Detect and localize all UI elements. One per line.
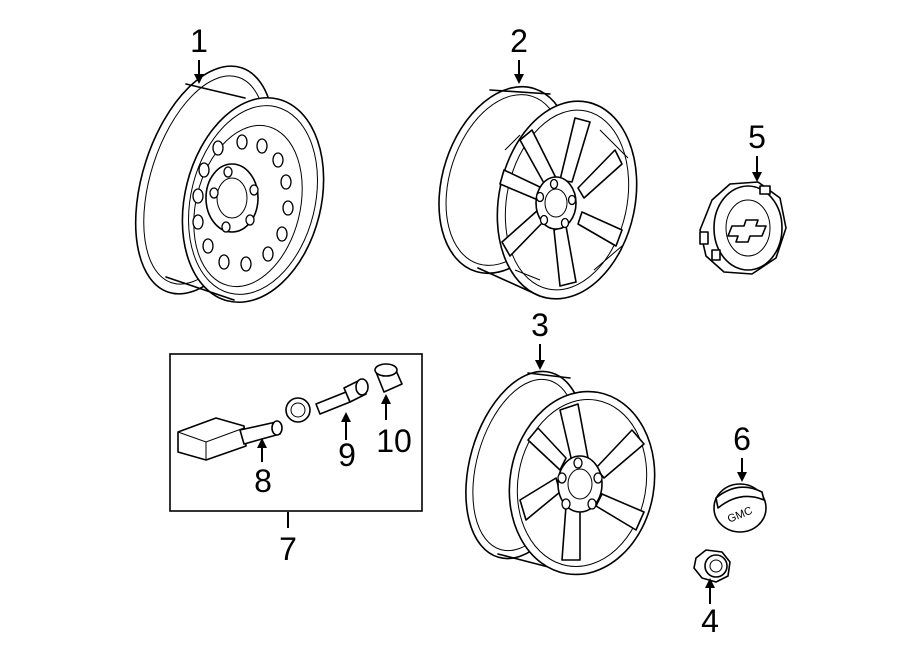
callout-9: 9	[338, 437, 356, 473]
lug-nut	[693, 549, 731, 583]
valve-stem	[315, 378, 369, 415]
callout-arrows	[194, 60, 762, 604]
tpms-sensor-kit	[169, 353, 423, 512]
tpms-sensor	[177, 417, 283, 461]
callout-2: 2	[510, 23, 528, 59]
kit-box	[169, 353, 423, 512]
callout-5: 5	[748, 119, 766, 155]
callout-10: 10	[376, 423, 412, 459]
callout-6: 6	[733, 421, 751, 457]
callout-4: 4	[701, 603, 719, 639]
callout-1: 1	[190, 23, 208, 59]
center-cap-gmc: GMC	[713, 483, 767, 533]
callout-8: 8	[254, 463, 272, 499]
callout-7: 7	[279, 531, 297, 567]
alloy-wheel-five-spoke	[465, 370, 656, 576]
steel-wheel	[134, 65, 325, 304]
alloy-wheel-split-spoke	[438, 85, 638, 300]
center-cap-chevrolet	[699, 181, 787, 275]
callout-3: 3	[531, 307, 549, 343]
valve-cap	[374, 363, 403, 393]
grommet	[285, 397, 311, 423]
